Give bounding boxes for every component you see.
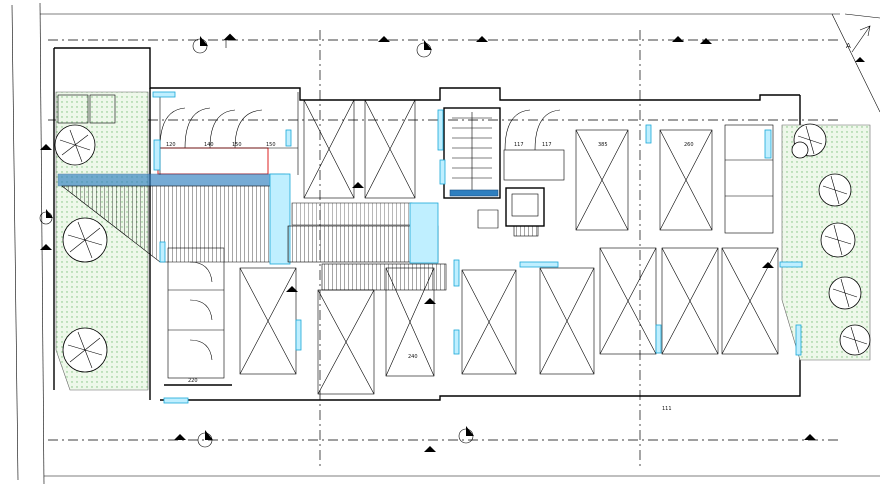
lower-left-rooms bbox=[164, 247, 232, 386]
level-marker-icon bbox=[424, 298, 436, 304]
tree-icon bbox=[839, 324, 871, 356]
level-marker-icon bbox=[223, 33, 237, 48]
level-marker-icon bbox=[40, 244, 52, 250]
dim-label: 385 bbox=[598, 142, 608, 148]
parking-bay bbox=[239, 267, 297, 375]
section-marker-icon bbox=[458, 426, 474, 444]
section-marker-icon bbox=[416, 40, 432, 58]
parking-bay bbox=[385, 267, 435, 377]
tree-icon bbox=[62, 217, 108, 263]
dim-label: 120 bbox=[166, 142, 176, 148]
elevator-icon bbox=[505, 187, 545, 227]
dim-label: 150 bbox=[232, 142, 242, 148]
level-marker-icon bbox=[700, 38, 712, 44]
dim-label: 260 bbox=[684, 142, 694, 148]
parking-bay bbox=[575, 129, 629, 231]
tree-icon bbox=[54, 124, 96, 166]
dim-label: 117 bbox=[514, 142, 524, 148]
level-marker-icon bbox=[424, 446, 436, 452]
level-marker-icon bbox=[762, 262, 774, 268]
dim-label: 220 bbox=[188, 378, 198, 384]
cyan-markers bbox=[152, 91, 803, 404]
section-marker-icon bbox=[192, 36, 208, 54]
tree-icon bbox=[828, 276, 862, 310]
tree-icon bbox=[791, 141, 809, 159]
dim-label: 150 bbox=[266, 142, 276, 148]
stair-core bbox=[443, 107, 545, 237]
dim-label: 117 bbox=[542, 142, 552, 148]
level-markers bbox=[40, 33, 816, 452]
trees bbox=[54, 123, 871, 373]
level-marker-icon bbox=[378, 36, 390, 42]
level-marker-icon bbox=[40, 144, 52, 150]
level-marker-icon bbox=[476, 36, 488, 42]
ramp bbox=[57, 173, 291, 265]
parking-bay bbox=[659, 129, 713, 231]
upper-right-rooms bbox=[503, 109, 774, 234]
dimension-labels: 120 140 150 150 117 117 385 260 220 240 … bbox=[166, 142, 694, 412]
tree-icon bbox=[820, 222, 856, 258]
tree-icon bbox=[818, 173, 852, 207]
north-arrow-label: A bbox=[846, 42, 851, 50]
central-strip bbox=[287, 202, 447, 291]
stair-icon bbox=[452, 112, 492, 190]
parking-bay bbox=[599, 247, 657, 355]
north-arrow-icon: A bbox=[846, 25, 871, 62]
section-markers bbox=[39, 36, 474, 448]
level-marker-icon bbox=[174, 434, 186, 440]
parking-bay bbox=[317, 289, 375, 395]
parking-bay bbox=[461, 269, 517, 375]
site-boundary bbox=[11, 2, 880, 485]
level-marker-icon bbox=[672, 36, 684, 42]
level-marker-icon bbox=[804, 434, 816, 440]
dim-label: 111 bbox=[662, 406, 672, 412]
tree-icon bbox=[62, 327, 108, 373]
dim-label: 240 bbox=[408, 354, 418, 360]
dim-label: 140 bbox=[204, 142, 214, 148]
parking-bay bbox=[539, 267, 595, 375]
parking-bay bbox=[303, 99, 355, 199]
parking-bay bbox=[661, 247, 719, 355]
parking-bay bbox=[364, 99, 416, 199]
section-marker-icon bbox=[39, 209, 53, 225]
level-marker-icon bbox=[286, 286, 298, 292]
level-marker-icon bbox=[352, 182, 364, 188]
section-marker-icon bbox=[197, 430, 213, 448]
